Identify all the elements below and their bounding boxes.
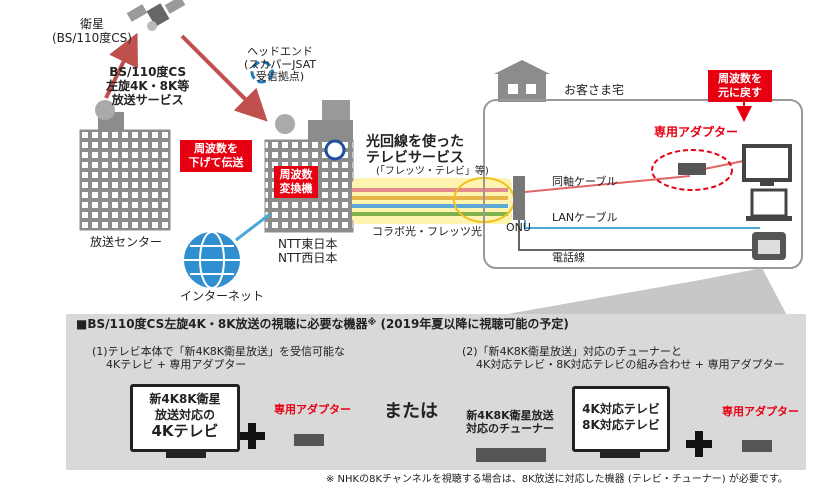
adapter-label-home: 専用アダプター [654, 125, 739, 139]
internet-label: インターネット [180, 289, 265, 303]
footnote: ※ NHKの8Kチャンネルを視聴する場合は、8K放送に対応した機器 (テレビ・チ… [326, 474, 788, 485]
adapter-label-1: 専用アダプター [274, 403, 351, 416]
tv-4k-monitor: 新4K8K衛星 放送対応の 4Kテレビ [130, 384, 240, 452]
onu-label: ONU [506, 221, 531, 234]
onu-device [513, 176, 525, 220]
home-label: お客さま宅 [564, 83, 625, 97]
laptop-icon [746, 188, 792, 221]
phone-line [518, 220, 760, 251]
downlink-arrow [180, 34, 268, 122]
optical-service-title: 光回線を使ったテレビサービス [366, 134, 464, 167]
uplink-arrow [104, 32, 138, 99]
satellite-icon [126, 0, 186, 31]
adapter-device-2 [742, 440, 772, 452]
internet-link-line [235, 212, 271, 242]
skyperfect-logo-icon [250, 60, 274, 84]
adapter-device-1 [294, 434, 324, 446]
tv-8k-monitor: 4K対応テレビ 8K対応テレビ [572, 386, 670, 452]
optical-service-sub: (「フレッツ・テレビ」等) [376, 166, 489, 177]
tuner-device [476, 448, 546, 462]
panel-title: ■BS/110度CS左旋4K・8K放送の視聴に必要な機器※ (2019年夏以降に… [76, 317, 569, 331]
telephone-icon [752, 232, 786, 260]
plus-icon-2 [686, 431, 712, 457]
restore-frequency-badge: 周波数を元に戻す [708, 70, 772, 102]
optical-brand-label: コラボ光・フレッツ光 [372, 225, 482, 238]
satellite-label: 衛星(BS/110度CS) [52, 17, 132, 45]
home-outline [483, 99, 803, 269]
lower-frequency-badge: 周波数を下げて伝送 [180, 140, 252, 172]
coaxial-cable-line [524, 175, 691, 193]
tuner-label: 新4K8K衛星放送対応のチューナー [466, 409, 554, 435]
adapter-highlight-ellipse [651, 149, 733, 191]
optical-band [352, 178, 512, 224]
adapter-device-home [678, 163, 706, 175]
broadcast-center-building [79, 100, 171, 231]
adapter-label-2: 専用アダプター [722, 405, 799, 418]
or-label: または [384, 401, 438, 422]
broadcast-center-label: 放送センター [90, 235, 163, 249]
plus-icon-1 [239, 423, 265, 449]
house-icon [494, 60, 550, 102]
phone-line-label: 電話線 [552, 251, 585, 264]
lan-label: LANケーブル [552, 211, 618, 224]
internet-globe-icon [184, 231, 240, 289]
frequency-converter-badge: 周波数変換機 [274, 166, 318, 198]
tv-icon [742, 144, 792, 186]
coaxial-label: 同軸ケーブル [552, 175, 618, 188]
